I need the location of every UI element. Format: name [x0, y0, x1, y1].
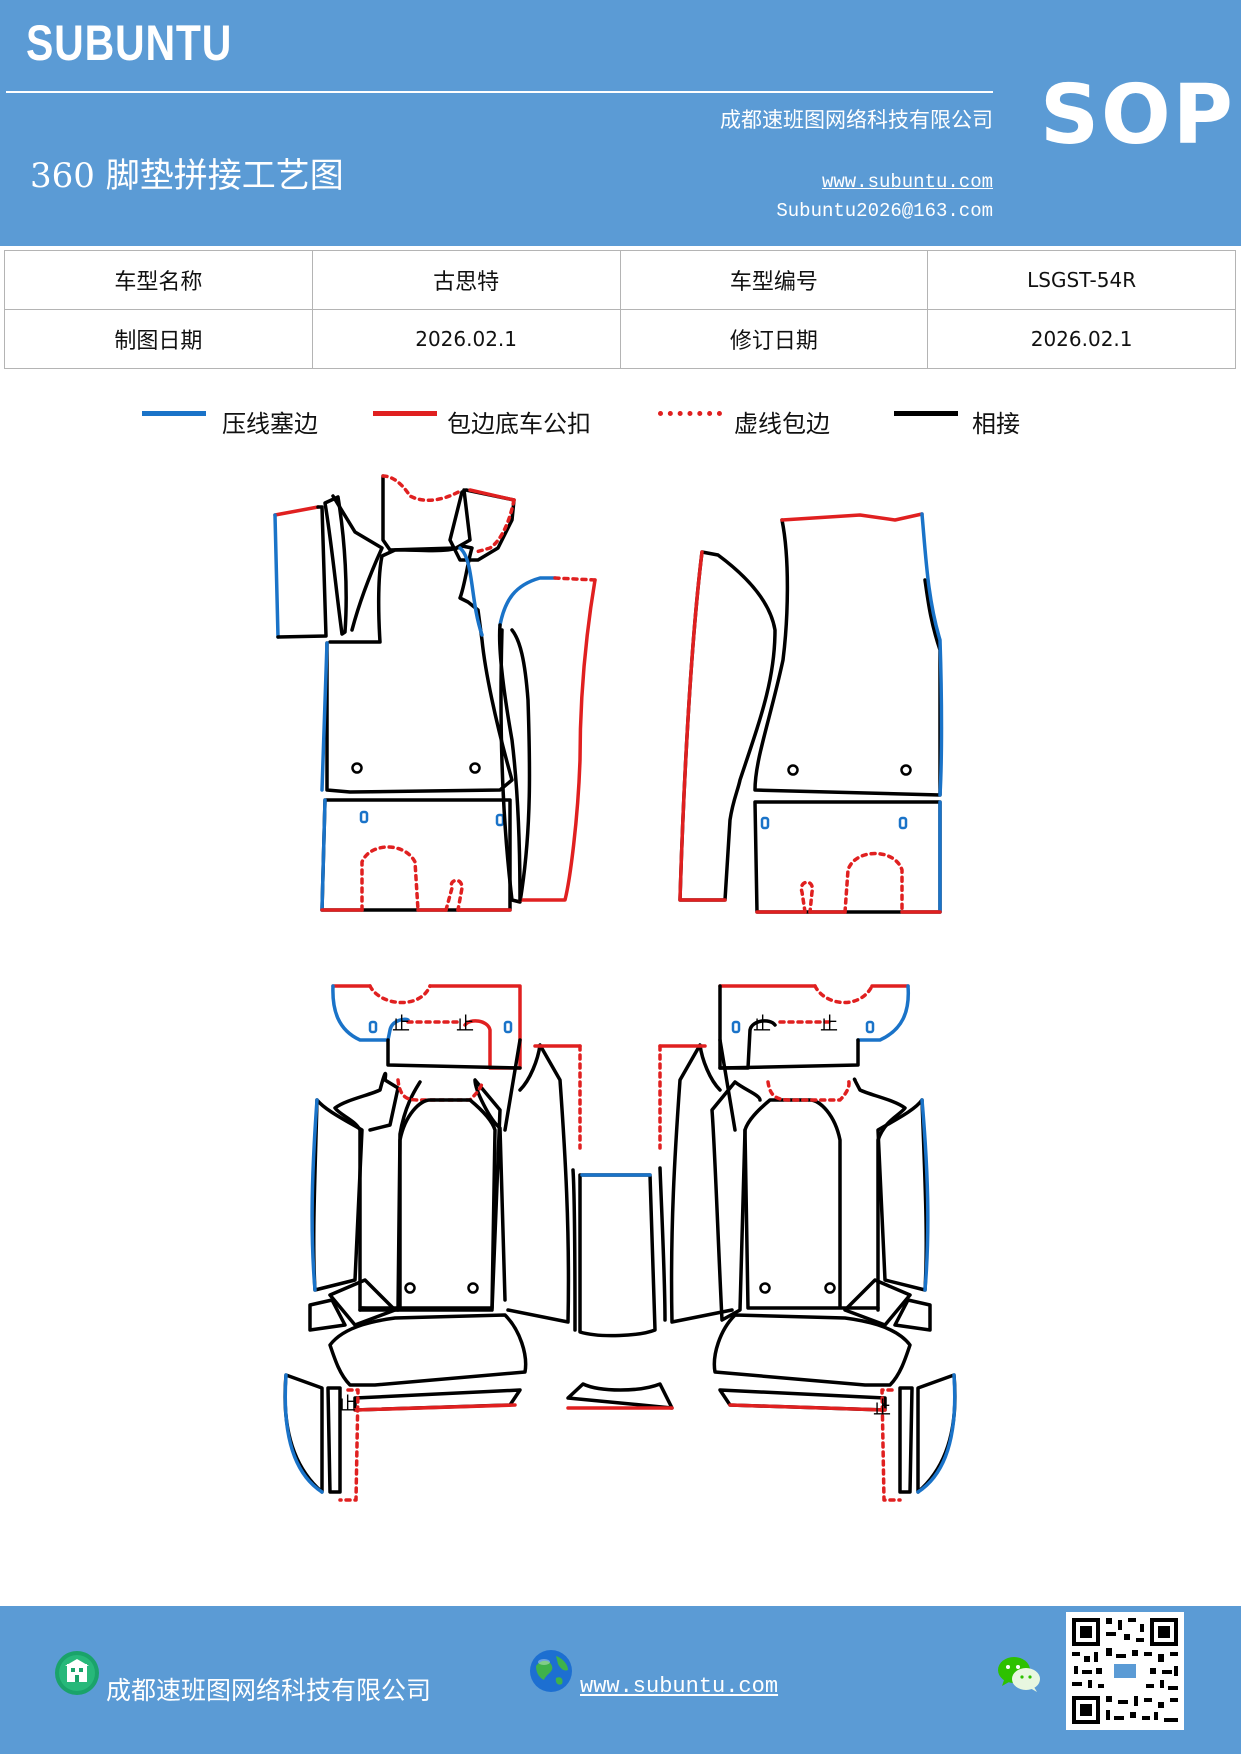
qr-code — [1066, 1612, 1184, 1730]
globe-icon — [530, 1650, 572, 1692]
wechat-icon[interactable] — [996, 1654, 1042, 1694]
legend-label: 压线塞边 — [222, 410, 318, 438]
legend-label: 包边底车公扣 — [447, 410, 591, 438]
legend-swatch — [894, 411, 958, 416]
company-name: 成都速班图网络科技有限公司 — [720, 108, 993, 132]
model-name-value: 古思特 — [311, 250, 621, 310]
legend-label: 虚线包边 — [734, 410, 830, 438]
footer-website-link[interactable]: www.subuntu.com — [580, 1674, 779, 1699]
building-icon — [55, 1651, 99, 1695]
stop-marker: 止 — [873, 1398, 891, 1419]
table-row: 车型名称 古思特 车型编号 LSGST-54R — [4, 250, 1236, 310]
revision-date-value: 2026.02.1 — [927, 309, 1236, 369]
footer-banner: 成都速班图网络科技有限公司 www.subuntu.com — [0, 1606, 1241, 1754]
model-code-value: LSGST-54R — [927, 250, 1236, 310]
draw-date-label: 制图日期 — [4, 309, 313, 369]
qr-code-graphic — [1066, 1612, 1184, 1730]
stop-marker: 止 — [338, 1394, 356, 1415]
footer-company-name: 成都速班图网络科技有限公司 — [106, 1676, 432, 1705]
floor-mat-splice-diagram: 止 止 止 止 止 止 — [273, 474, 957, 1502]
model-code-label: 车型编号 — [619, 250, 929, 310]
stop-marker: 止 — [753, 1014, 771, 1035]
legend-label: 相接 — [972, 410, 1020, 438]
draw-date-value: 2026.02.1 — [311, 309, 621, 369]
stop-marker: 止 — [456, 1014, 474, 1035]
center-tunnel-group — [566, 1166, 674, 1410]
legend-swatch — [142, 411, 206, 416]
front-right-mat-group — [678, 512, 944, 914]
line-legend: 压线塞边 包边底车公扣 虚线包边 相接 — [0, 398, 1241, 442]
rear-right-mat-group — [658, 984, 957, 1502]
stop-marker: 止 — [820, 1014, 838, 1035]
stop-marker: 止 — [392, 1014, 410, 1035]
brand-logo: SUBUNTU — [26, 15, 233, 71]
header-divider — [6, 91, 993, 93]
email-address: Subuntu2026@163.com — [776, 200, 993, 222]
sop-badge: SOP — [1040, 68, 1235, 163]
table-row: 制图日期 2026.02.1 修订日期 2026.02.1 — [4, 309, 1236, 369]
revision-date-label: 修订日期 — [619, 309, 929, 369]
website-link[interactable]: www.subuntu.com — [821, 171, 993, 193]
legend-swatch — [658, 411, 722, 416]
vehicle-info-table: 车型名称 古思特 车型编号 LSGST-54R 制图日期 2026.02.1 修… — [4, 250, 1236, 369]
front-left-mat-group — [273, 474, 597, 912]
header-banner: SUBUNTU 成都速班图网络科技有限公司 360 脚垫拼接工艺图 www.su… — [0, 0, 1241, 246]
model-name-label: 车型名称 — [4, 250, 313, 310]
page-title: 360 脚垫拼接工艺图 — [30, 156, 344, 196]
legend-swatch — [373, 411, 437, 416]
rear-left-mat-group — [283, 984, 582, 1502]
